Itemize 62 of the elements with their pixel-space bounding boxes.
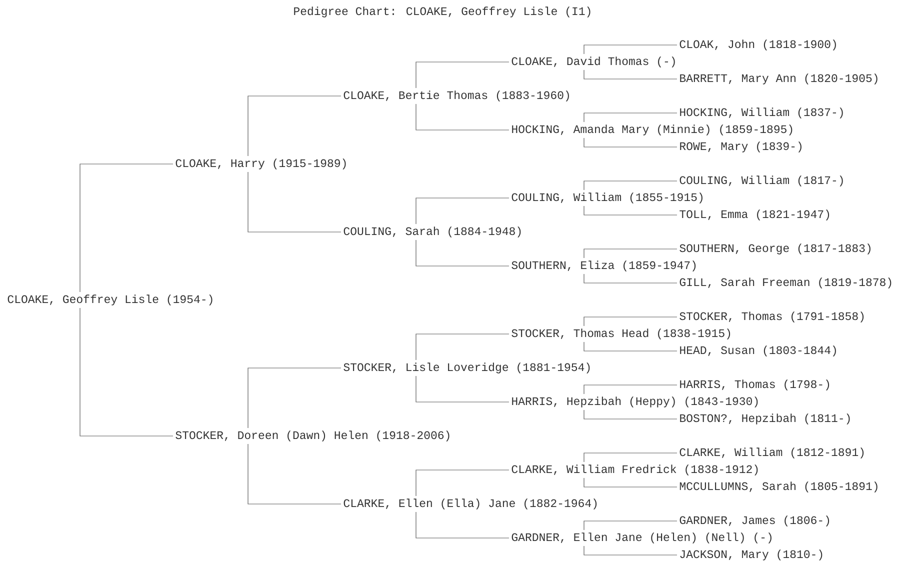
tree-connector (584, 180, 678, 190)
tree-connector (584, 478, 678, 488)
tree-connector (584, 342, 678, 352)
tree-connector (584, 44, 678, 54)
tree-connector (416, 104, 510, 130)
person-name: HOCKING, Amanda Mary (Minnie) (1859-1895) (512, 124, 792, 136)
tree-connector (584, 138, 678, 148)
person-name: CLARKE, William Fredrick (1838-1912) (512, 464, 758, 476)
person-name: GILL, Sarah Freeman (1819-1878) (680, 278, 892, 288)
tree-connector (584, 70, 678, 80)
person-name: SOUTHERN, George (1817-1883) (680, 244, 870, 254)
person-name: CLOAKE, Bertie Thomas (1883-1960) (344, 90, 569, 102)
person-name: CLOAKE, Geoffrey Lisle (1954-) (8, 294, 212, 306)
person-name: HARRIS, Thomas (1798-) (680, 380, 830, 390)
person-name: MCCULLUMNS, Sarah (1805-1891) (680, 482, 878, 492)
tree-connector (416, 334, 510, 360)
person-name: STOCKER, Lisle Loveridge (1881-1954) (344, 362, 590, 374)
person-name: STOCKER, Thomas (1791-1858) (680, 312, 864, 322)
person-name: HARRIS, Hepzibah (Heppy) (1843-1930) (512, 396, 758, 408)
person-name: HOCKING, William (1837-) (680, 108, 843, 118)
person-name: BARRETT, Mary Ann (1820-1905) (680, 74, 878, 84)
person-name: CLOAK, John (1818-1900) (680, 40, 836, 50)
tree-connector (248, 444, 342, 504)
person-name: HEAD, Susan (1803-1844) (680, 346, 836, 356)
tree-connector (416, 62, 510, 88)
tree-connector (584, 546, 678, 556)
person-name: CLOAKE, Harry (1915-1989) (176, 158, 346, 170)
person-name: ROWE, Mary (1839-) (680, 142, 802, 152)
tree-connector (584, 384, 678, 394)
tree-connector (584, 112, 678, 122)
tree-connector (248, 368, 342, 428)
person-name: STOCKER, Thomas Head (1838-1915) (512, 328, 730, 340)
person-name: GARDNER, Ellen Jane (Helen) (Nell) (-) (512, 532, 772, 544)
tree-connector (584, 410, 678, 420)
person-name: CLARKE, Ellen (Ella) Jane (1882-1964) (344, 498, 597, 510)
tree-connector (80, 308, 174, 436)
person-name: CLOAKE, David Thomas (-) (512, 56, 675, 68)
tree-connector (416, 376, 510, 402)
tree-connector (416, 198, 510, 224)
tree-connector (416, 470, 510, 496)
person-name: GARDNER, James (1806-) (680, 516, 830, 526)
person-name: TOLL, Emma (1821-1947) (680, 210, 830, 220)
tree-connector (584, 248, 678, 258)
tree-connector (584, 206, 678, 216)
tree-connector (584, 316, 678, 326)
tree-connector (584, 274, 678, 284)
person-name: COULING, William (1855-1915) (512, 192, 702, 204)
tree-connector (248, 172, 342, 232)
person-name: BOSTON?, Hepzibah (1811-) (680, 414, 850, 424)
person-name: COULING, Sarah (1884-1948) (344, 226, 521, 238)
tree-connector (416, 240, 510, 266)
tree-connector (584, 452, 678, 462)
tree-connector (416, 512, 510, 538)
tree-connector (584, 520, 678, 530)
person-name: COULING, William (1817-) (680, 176, 843, 186)
person-name: STOCKER, Doreen (Dawn) Helen (1918-2006) (176, 430, 450, 442)
tree-connector (248, 96, 342, 156)
person-name: CLARKE, William (1812-1891) (680, 448, 864, 458)
person-name: SOUTHERN, Eliza (1859-1947) (512, 260, 696, 272)
chart-title: Pedigree Chart: CLOAKE, Geoffrey Lisle (I1) (294, 6, 590, 18)
person-name: JACKSON, Mary (1810-) (680, 550, 822, 560)
tree-connector (80, 164, 174, 292)
